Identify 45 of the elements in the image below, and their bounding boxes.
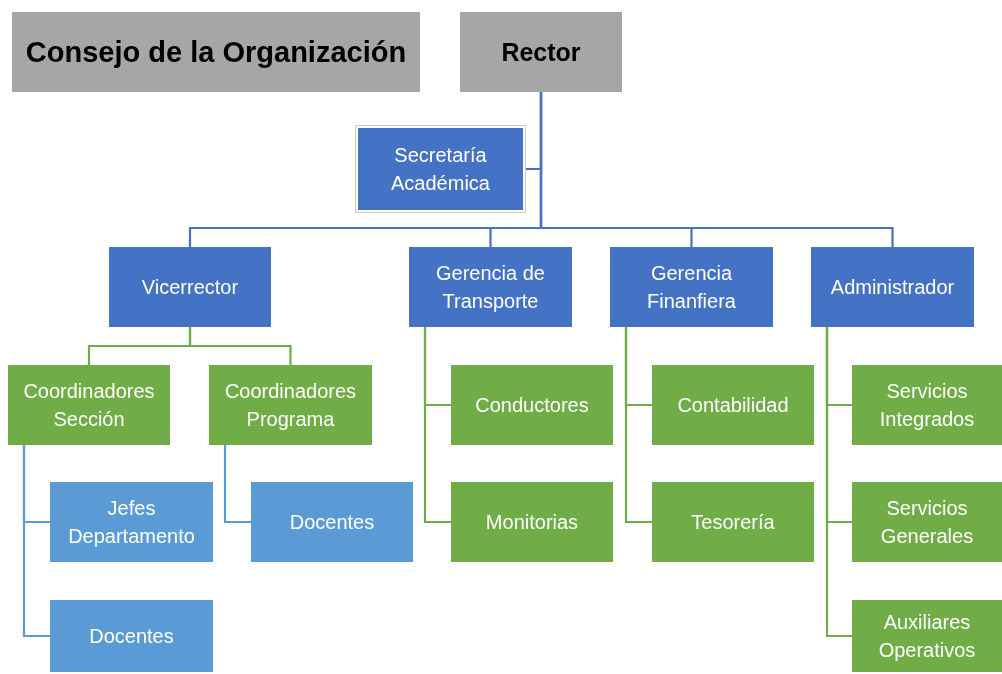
box-label: Secretaría Académica [390,143,491,196]
org-box [460,12,622,92]
box-label: Administrador [830,275,955,300]
org-box [652,482,814,562]
box-label: Gerencia de Transporte [435,261,546,314]
box-label: Auxiliares Operativos [877,610,977,663]
org-box [109,247,271,327]
box-label: Monitorias [485,510,579,535]
box-label: Coordinadores Programa [223,379,358,432]
org-box [251,482,413,562]
org-box [451,365,613,445]
box-label: Consejo de la Organización [25,34,407,70]
connector-line [825,327,852,638]
org-box [409,247,572,327]
box-label: Vicerrector [141,275,239,300]
org-box [610,247,773,327]
box-label: Coordinadores Sección [22,379,156,432]
box-label: Tesorería [691,510,775,535]
box-label: Jefes Departamento [67,496,196,549]
box-label: Docentes [289,510,375,535]
org-box [451,482,613,562]
org-box [358,128,523,210]
org-box [852,365,1002,445]
box-label: Docentes [89,624,174,649]
org-box [50,482,213,562]
box-label: Servicios Generales [879,496,975,549]
org-box [652,365,814,445]
connector-line [539,92,894,247]
box-label: Gerencia Finanfiera [646,261,737,314]
box-label: Contabilidad [677,393,789,418]
org-box [852,600,1002,672]
connector-line [423,327,451,524]
org-box [811,247,974,327]
connector-line [624,327,652,524]
box-label: Servicios Integrados [878,379,976,432]
connector-line [22,445,50,638]
org-box [12,12,420,92]
org-box [209,365,372,445]
connector-line [223,445,251,524]
org-box [50,600,213,672]
org-box [8,365,170,445]
org-box [852,482,1002,562]
connector-line [188,327,292,365]
box-label: Rector [501,36,581,68]
box-label: Conductores [475,393,589,418]
